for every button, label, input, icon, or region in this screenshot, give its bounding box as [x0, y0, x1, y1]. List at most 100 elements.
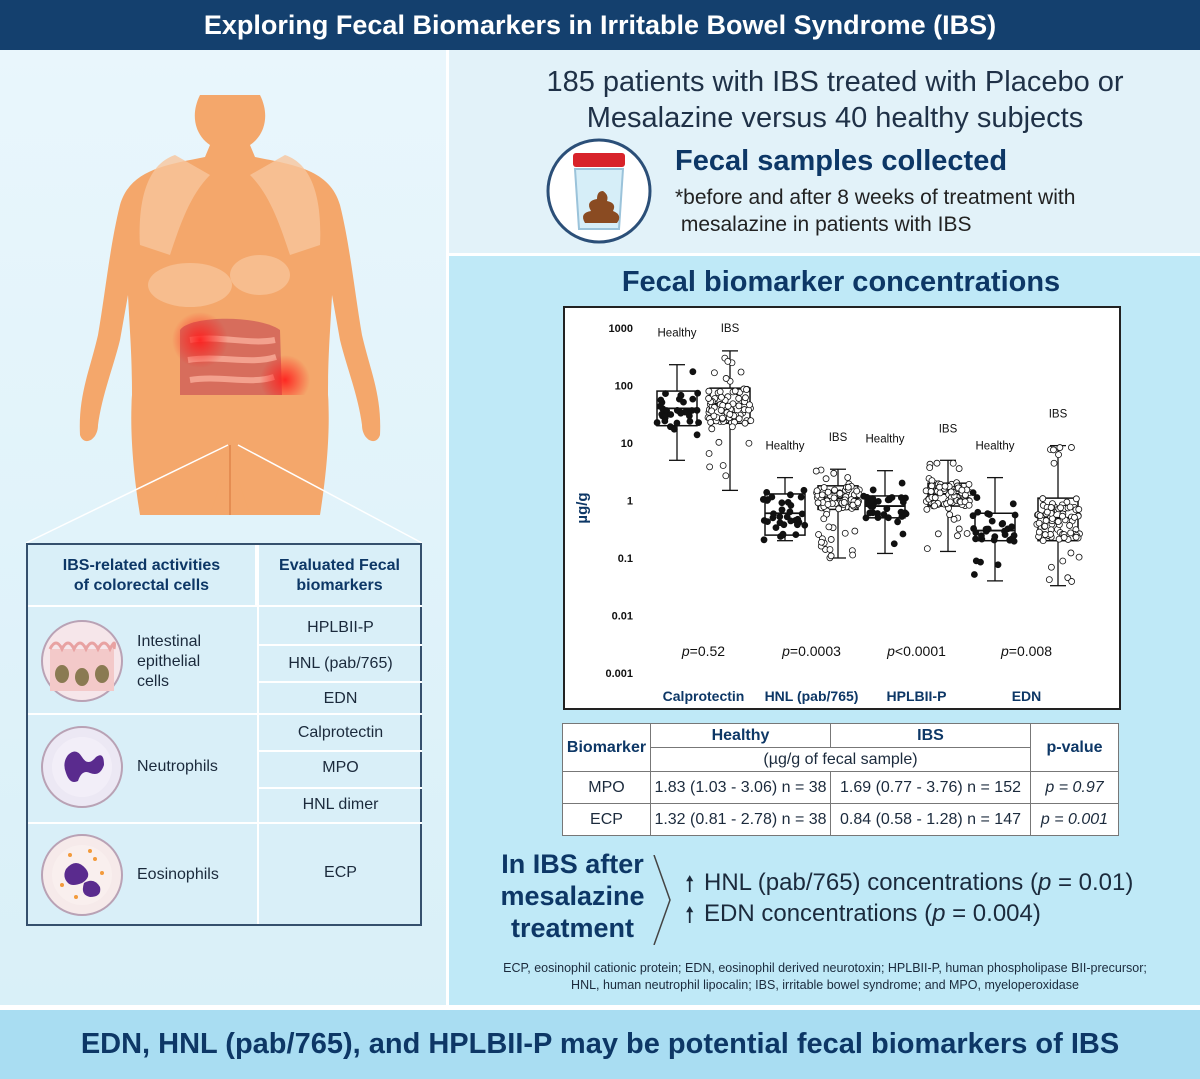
data-point — [946, 498, 954, 506]
fecal-samples-title: Fecal samples collected — [675, 145, 1008, 177]
data-point — [670, 425, 678, 433]
data-point — [779, 531, 787, 539]
data-point — [835, 505, 843, 513]
data-point — [780, 521, 788, 529]
data-point — [661, 417, 669, 425]
data-point — [867, 497, 875, 505]
data-point — [695, 419, 702, 426]
group-label: IBS — [829, 432, 848, 444]
data-point — [955, 525, 963, 533]
result-hnl: HNL (pab/765) concentrations (p = 0.01) — [704, 869, 1133, 897]
data-point — [958, 486, 966, 494]
data-point — [705, 395, 712, 402]
data-point — [1045, 576, 1053, 584]
data-point — [1054, 518, 1062, 525]
data-point — [1057, 504, 1064, 512]
stats-header-healthy: Healthy — [650, 723, 831, 748]
data-point — [824, 488, 832, 496]
row-divider — [28, 822, 422, 824]
data-point — [770, 510, 777, 518]
data-point — [1036, 512, 1044, 520]
data-point — [786, 491, 794, 499]
data-point — [936, 483, 943, 491]
data-point — [1001, 531, 1009, 539]
data-point — [728, 423, 736, 431]
data-point — [686, 417, 694, 425]
p-symbol: p — [781, 643, 790, 659]
data-point — [719, 462, 727, 469]
data-point — [854, 499, 862, 506]
data-point — [1050, 459, 1058, 467]
study-description: 185 patients with IBS treated with Place… — [470, 64, 1200, 136]
data-point — [708, 425, 716, 433]
data-point — [724, 358, 732, 365]
result-value: = 0.01) — [1051, 869, 1134, 896]
conclusion-footer: EDN, HNL (pab/765), and HPLBII-P may be … — [0, 1010, 1200, 1079]
data-point — [853, 487, 861, 495]
data-point — [760, 517, 768, 524]
eosinophil-icon — [41, 834, 123, 916]
data-point — [969, 512, 977, 520]
group-label: Healthy — [766, 441, 805, 453]
row-divider — [257, 750, 422, 752]
data-point — [1041, 522, 1049, 530]
stats-header-ibs: IBS — [830, 723, 1031, 748]
data-point — [862, 514, 870, 522]
group-label: IBS — [1049, 409, 1068, 421]
human-body-illustration — [79, 95, 381, 515]
result-p-symbol: p — [932, 900, 946, 927]
chevron-brace-icon — [653, 855, 671, 945]
data-point — [818, 538, 825, 546]
y-tick-label: 0.01 — [612, 611, 633, 623]
stats-row-name: ECP — [562, 803, 651, 836]
data-point — [851, 527, 859, 535]
data-point — [1066, 522, 1073, 529]
row-divider — [28, 713, 422, 715]
data-point — [954, 532, 961, 540]
data-point — [797, 493, 805, 501]
data-point — [1035, 528, 1043, 536]
result-text: EDN concentrations ( — [704, 900, 933, 927]
mesalazine-label: In IBS after mesalazine treatment — [495, 848, 650, 944]
group-label: IBS — [939, 423, 958, 435]
biomarker-edn: EDN — [323, 690, 358, 707]
cell-label-line: Intestinal — [137, 633, 202, 650]
biomarker-mpo: MPO — [322, 759, 359, 776]
data-point — [745, 439, 753, 447]
label-line: In IBS after — [501, 849, 644, 879]
result-value: = 0.004) — [945, 900, 1041, 927]
data-point — [849, 551, 857, 559]
data-point — [827, 536, 835, 543]
row-divider — [257, 681, 422, 683]
data-point — [706, 463, 714, 471]
stats-header-unit: (µg/g of fecal sample) — [650, 747, 1031, 772]
data-point — [786, 508, 794, 516]
data-point — [869, 486, 877, 494]
data-point — [1048, 563, 1055, 571]
data-point — [814, 499, 822, 507]
arrow-up-icon: 🠕 — [685, 902, 695, 927]
header-text-line: Evaluated Fecal — [279, 557, 400, 574]
data-point — [928, 482, 936, 490]
data-point — [931, 502, 938, 510]
header-title: Exploring Fecal Biomarkers in Irritable … — [203, 10, 997, 40]
group-label: IBS — [721, 323, 740, 335]
data-point — [820, 515, 828, 523]
data-point — [927, 488, 935, 495]
data-point — [742, 394, 749, 402]
data-point — [746, 401, 753, 409]
data-point — [963, 530, 971, 537]
p-value: <0.0001 — [895, 643, 946, 659]
data-point — [1066, 503, 1074, 511]
data-point — [707, 418, 715, 426]
data-point — [772, 524, 780, 531]
data-point — [1075, 553, 1083, 561]
data-point — [705, 387, 713, 395]
cell-label-neutrophils: Neutrophils — [137, 758, 218, 775]
data-point — [1035, 519, 1043, 527]
data-point — [969, 489, 977, 497]
label-line: treatment — [510, 913, 635, 943]
y-tick-label: 10 — [621, 438, 633, 450]
